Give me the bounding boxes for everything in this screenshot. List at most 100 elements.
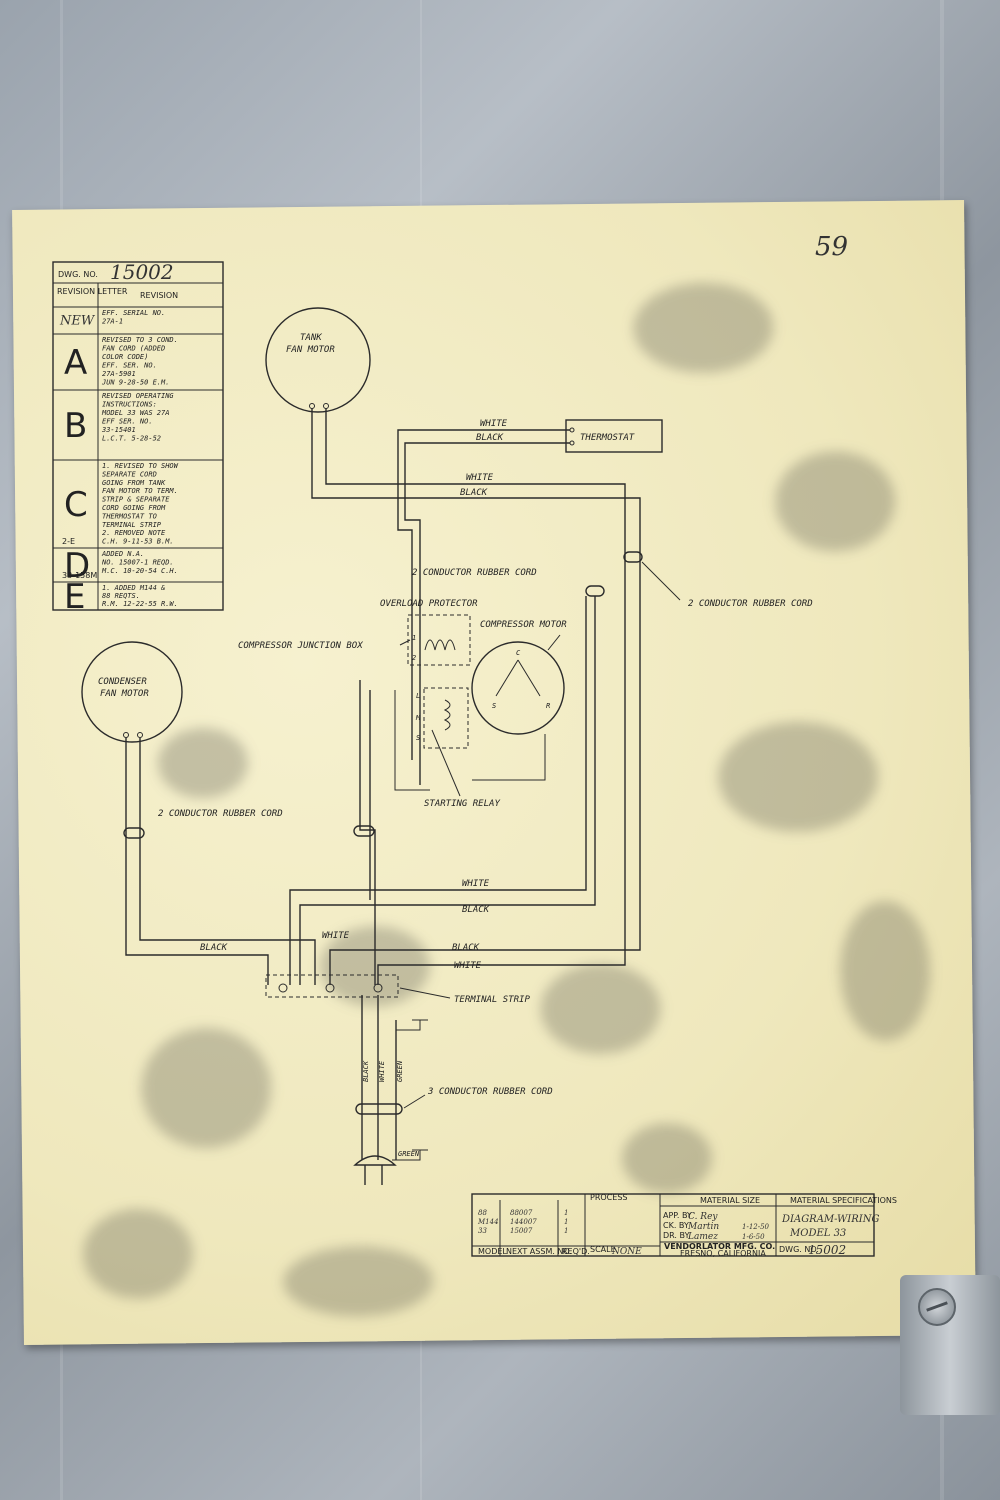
- svg-text:L: L: [416, 692, 420, 700]
- revision-text-line: R.M. 12-22-55 R.W.: [102, 600, 178, 608]
- revision-text-line: CORD GOING FROM: [102, 504, 166, 512]
- svg-text:BLACK: BLACK: [362, 1060, 370, 1082]
- cord-label-tank: 2 CONDUCTOR RUBBER CORD: [688, 599, 813, 609]
- thermostat-black-label: BLACK: [476, 433, 504, 443]
- tank-fan-motor-label-1: TANK: [300, 333, 322, 343]
- revision-text-line: FAN CORD (ADDED: [102, 345, 165, 353]
- cord-label-compressor: 2 CONDUCTOR RUBBER CORD: [412, 568, 537, 578]
- compressor-motor-label: COMPRESSOR MOTOR: [480, 620, 567, 630]
- thermostat: THERMOSTAT: [565, 419, 663, 453]
- revision-text-line: THERMOSTAT TO: [102, 512, 157, 520]
- revision-letter: A: [64, 343, 87, 383]
- revision-text-line: 27A-5901: [102, 370, 136, 378]
- compressor-motor: C S R COMPRESSOR MOTOR: [471, 620, 567, 735]
- title-model: M144: [477, 1218, 499, 1226]
- revision-text-line: INSTRUCTIONS:: [102, 401, 157, 409]
- svg-text:DWG. NO.: DWG. NO.: [779, 1245, 819, 1254]
- revision-letter: C: [64, 485, 88, 525]
- svg-text:APP. BY: APP. BY: [663, 1211, 692, 1220]
- revision-letter-header: REVISION LETTER: [57, 287, 128, 296]
- title-qty: 1: [564, 1218, 568, 1226]
- revision-text-line: C.H. 9-11-53 B.M.: [102, 538, 174, 546]
- svg-text:Martin: Martin: [687, 1222, 719, 1232]
- svg-text:NONE: NONE: [611, 1247, 642, 1257]
- svg-text:S: S: [416, 734, 420, 742]
- revision-text-line: ADDED N.A.: [101, 550, 144, 558]
- svg-text:1-12-50: 1-12-50: [742, 1223, 770, 1231]
- condenser-label-1: CONDENSER: [98, 677, 147, 687]
- revision-text-line: COLOR CODE): [102, 353, 148, 361]
- svg-text:WHITE: WHITE: [378, 1060, 386, 1082]
- thermostat-white-label: WHITE: [480, 419, 508, 429]
- tank-white-label: WHITE: [466, 473, 494, 483]
- thermostat-label: THERMOSTAT: [580, 433, 635, 443]
- title-next-assm: 88007: [510, 1209, 533, 1217]
- condenser-label-2: FAN MOTOR: [100, 689, 149, 699]
- revision-text-line: EFF. SERIAL NO.: [102, 309, 165, 317]
- hinge-screw: [918, 1288, 956, 1326]
- revision-text-line: REVISED OPERATING: [102, 392, 174, 400]
- svg-text:C. Rey: C. Rey: [688, 1212, 718, 1222]
- svg-text:DR. BY: DR. BY: [663, 1231, 690, 1240]
- revision-text-line: 1. ADDED M144 &: [102, 584, 166, 592]
- svg-text:FRESNO, CALIFORNIA: FRESNO, CALIFORNIA: [680, 1249, 766, 1258]
- svg-text:MODEL: MODEL: [478, 1247, 507, 1256]
- svg-text:REQ'D.: REQ'D.: [562, 1247, 590, 1256]
- revision-text-line: NO. 15007-1 REQD.: [101, 559, 174, 567]
- compressor-junction-box-label: COMPRESSOR JUNCTION BOX: [238, 641, 363, 651]
- revision-text-line: JUN 9-28-50 E.M.: [101, 379, 169, 387]
- svg-text:CK. BY: CK. BY: [663, 1221, 689, 1230]
- title-qty: 1: [564, 1227, 568, 1235]
- svg-text:C: C: [516, 649, 521, 657]
- revision-text-line: TERMINAL STRIP: [102, 521, 162, 529]
- revision-text-line: 33-15401: [101, 426, 136, 434]
- terminal-strip: TERMINAL STRIP: [265, 974, 530, 1005]
- title-model: 33: [478, 1227, 487, 1235]
- revision-text-line: EFF. SER. NO.: [102, 362, 157, 370]
- svg-text:MODEL 33: MODEL 33: [789, 1228, 846, 1239]
- revision-text-line: GOING FROM TANK: [102, 479, 166, 487]
- revision-table: DWG. NO. 15002 REVISION LETTER REVISION …: [52, 260, 224, 617]
- title-next-assm: 15007: [510, 1227, 533, 1235]
- svg-text:15002: 15002: [808, 1243, 846, 1257]
- comp-black-label: BLACK: [462, 905, 490, 915]
- title-qty: 1: [564, 1209, 568, 1217]
- starting-relay-label: STARTING RELAY: [424, 799, 500, 809]
- power-cord: BLACK WHITE GREEN 3 CONDUCTOR RUBBER COR…: [353, 995, 553, 1185]
- svg-text:GREEN: GREEN: [396, 1060, 404, 1082]
- cond-white-label: WHITE: [322, 931, 350, 941]
- corner-note: 59: [815, 232, 848, 262]
- svg-text:M: M: [415, 714, 421, 722]
- svg-text:2: 2: [412, 654, 416, 662]
- svg-text:MATERIAL SIZE: MATERIAL SIZE: [700, 1196, 760, 1205]
- revision-text-line: REVISED TO 3 COND.: [102, 336, 178, 344]
- revision-text-line: 88 REQTS.: [102, 592, 140, 600]
- tank-black-label-2: BLACK: [452, 943, 480, 953]
- title-model: 88: [478, 1209, 487, 1217]
- cord-label-power: 3 CONDUCTOR RUBBER CORD: [427, 1087, 553, 1097]
- svg-text:1: 1: [412, 634, 416, 642]
- svg-text:1-6-50: 1-6-50: [742, 1233, 765, 1241]
- dwg-no: 15002: [110, 260, 174, 284]
- comp-white-label: WHITE: [462, 879, 490, 889]
- cond-black-label: BLACK: [200, 943, 228, 953]
- terminal-strip-label: TERMINAL STRIP: [454, 995, 530, 1005]
- cord-label-condenser: 2 CONDUCTOR RUBBER CORD: [158, 809, 283, 819]
- revision-letter: NEW: [59, 314, 96, 329]
- revision-header: REVISION: [140, 291, 178, 300]
- revision-text-line: MODEL 33 WAS 27A: [101, 409, 169, 417]
- svg-text:MATERIAL SPECIFICATIONS: MATERIAL SPECIFICATIONS: [790, 1196, 897, 1205]
- tank-fan-motor: TANK FAN MOTOR: [265, 307, 371, 413]
- title-block: PROCESS MATERIAL SIZE MATERIAL SPECIFICA…: [471, 1193, 897, 1258]
- revision-text-line: 2. REMOVED NOTE: [102, 529, 166, 537]
- title-next-assm: 144007: [510, 1218, 537, 1226]
- compressor-junction-box: 1 2 OVERLOAD PROTECTOR COMPRESSOR JUNCTI…: [238, 599, 500, 809]
- revision-text-line: M.C. 10-20-54 C.H.: [101, 567, 178, 575]
- condenser-fan-motor: CONDENSER FAN MOTOR: [81, 641, 183, 743]
- tank-white-label-2: WHITE: [454, 961, 482, 971]
- revision-letter-sub: 33-158M: [62, 571, 97, 580]
- revision-letter: E: [64, 577, 85, 617]
- revision-text-line: SEPARATE CORD: [102, 470, 157, 478]
- svg-text:SCALE: SCALE: [590, 1245, 616, 1254]
